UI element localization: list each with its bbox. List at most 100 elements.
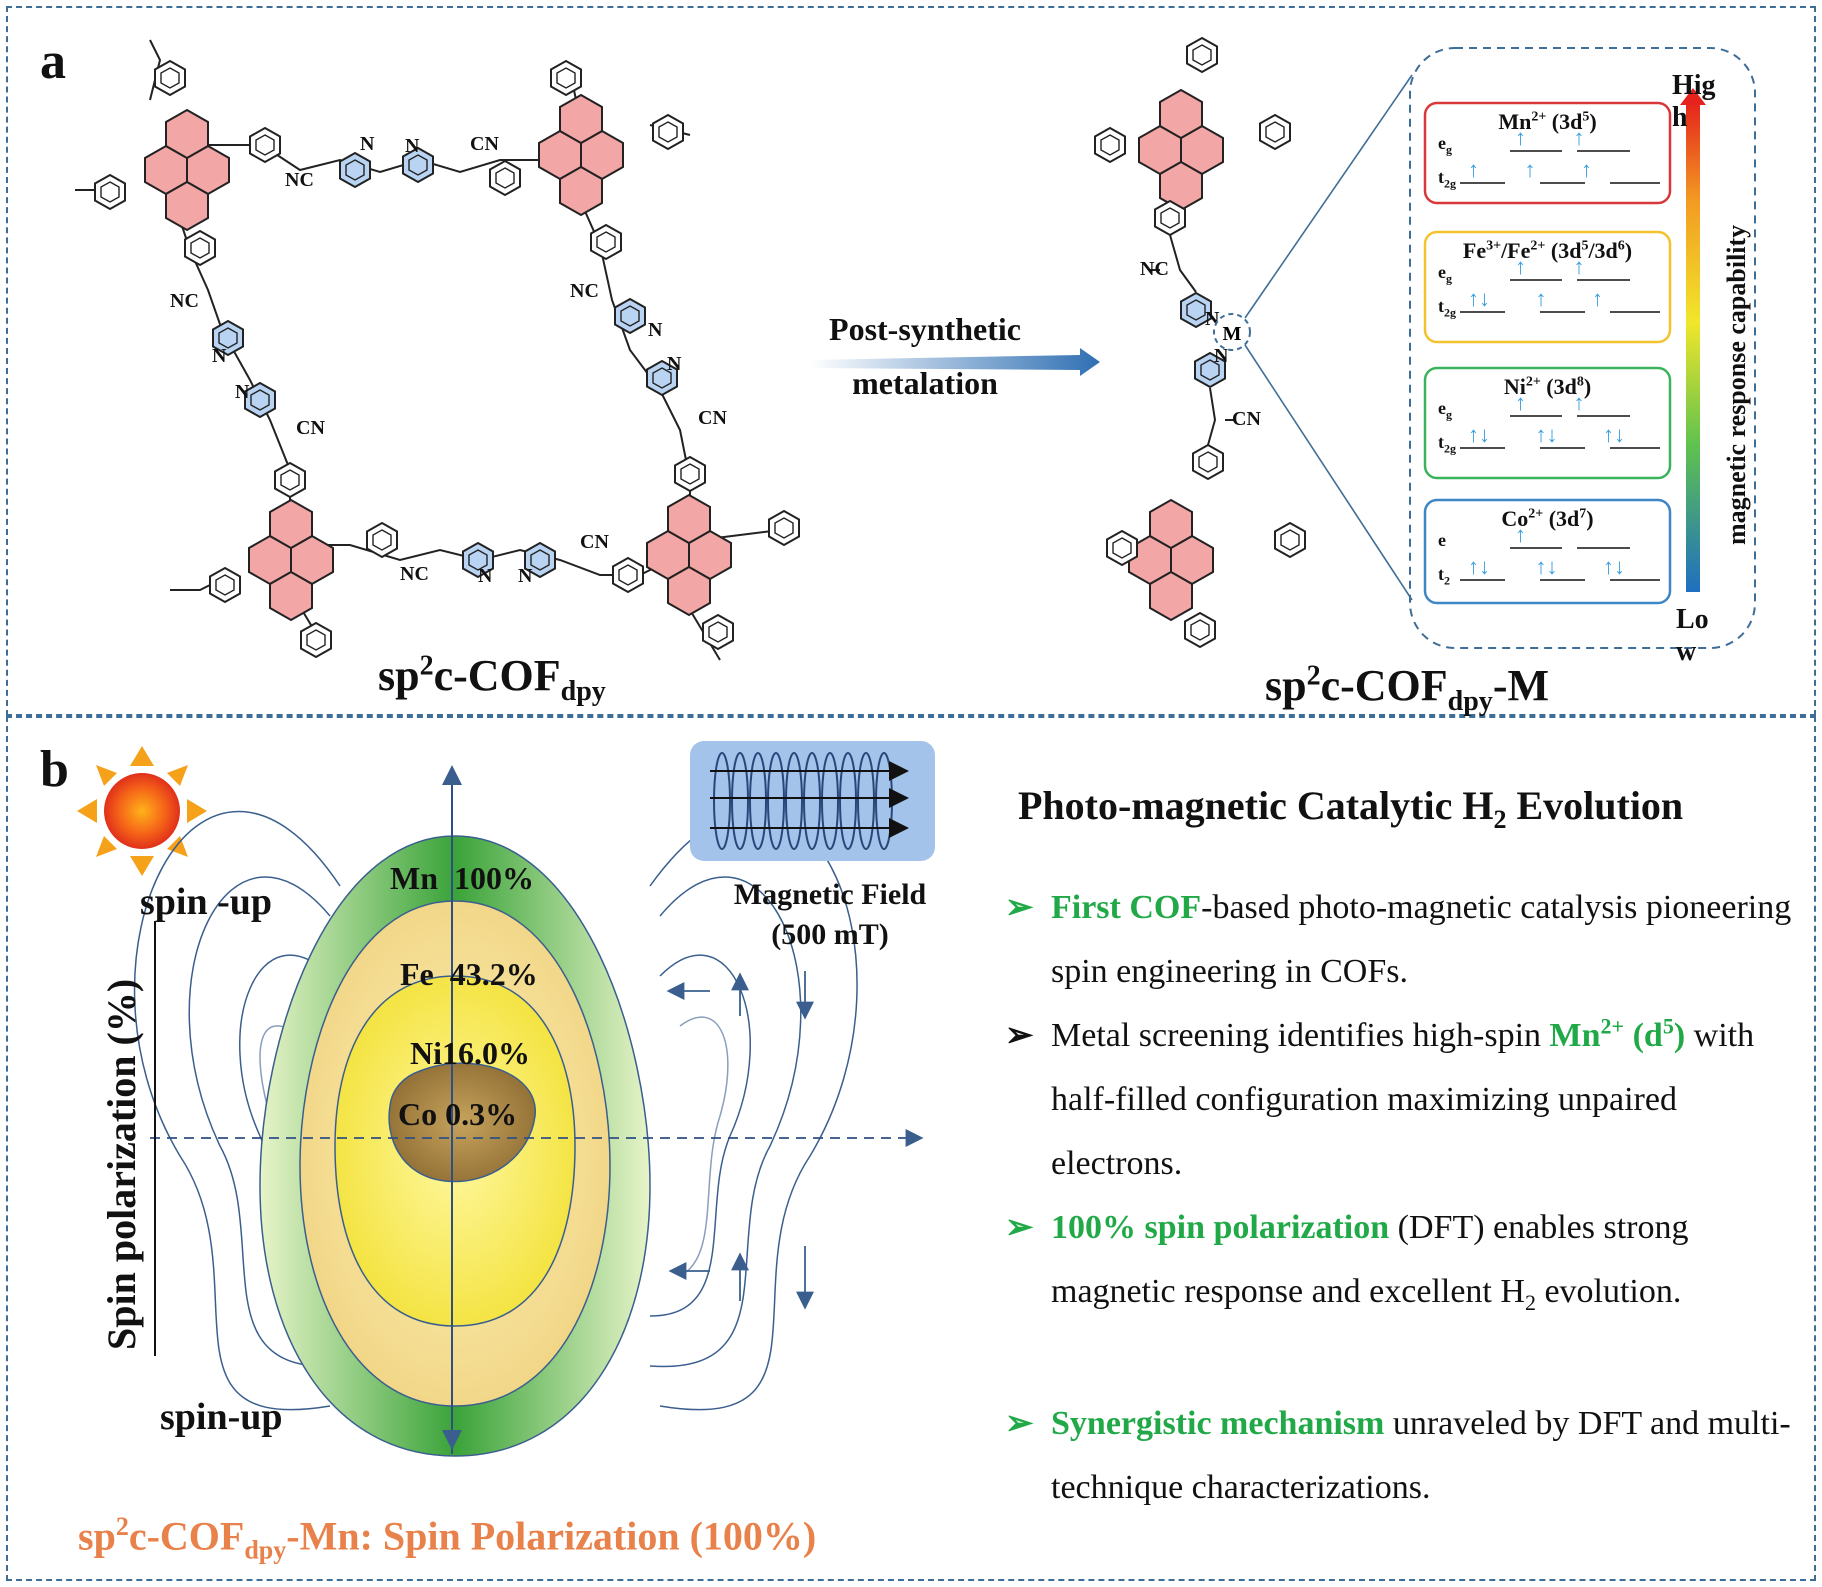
spin-polarization-axis-label: Spin polarization (%) [99,978,144,1350]
config: ) [1586,506,1594,531]
t2g-label: t2g [1438,296,1456,320]
n-label: N [235,381,250,403]
config: ) [1589,109,1597,134]
layer-value: 100% [454,860,534,896]
t2g-electrons: ↑ ↑ ↑ [1468,157,1592,182]
config: (3d [1551,109,1583,134]
sun-icon [77,746,207,876]
config: /3d [1588,238,1618,263]
footer-part: sp [78,1513,116,1559]
name-sub: dpy [1447,685,1493,717]
ion: Co [1501,506,1529,531]
config-sup: 6 [1617,238,1625,254]
t2g-electrons: ↑↓ ↑ ↑ [1468,286,1603,311]
config: ) [1583,374,1592,399]
eg-label: eg [1438,398,1452,422]
eg-electrons: ↑ ↑ [1515,390,1585,415]
ion: Fe [1462,238,1487,263]
config-sup: 5 [1582,109,1590,125]
eg-electrons: ↑ ↑ [1515,125,1585,150]
layer-value: 0.3% [445,1096,518,1132]
layer-metal: Ni [410,1035,442,1071]
title-end: Evolution [1506,783,1684,828]
name-part: c-COF [433,651,561,700]
panel-b-drawing [77,741,935,1457]
panel-b-letter: b [40,741,69,798]
magnetic-field-line1: Magnetic Field [733,878,927,911]
t2g-label: t2 [1438,564,1450,588]
ion: /Fe [1501,238,1531,263]
layer-value: 43.2% [449,956,538,992]
footer-sup: 2 [115,1512,129,1541]
bullet-text: unraveled by DFT and multi-technique cha… [1051,1405,1791,1506]
bullet-highlight: ) [1673,1017,1686,1054]
name-sub: dpy [560,675,606,707]
panel-a-letter: a [40,33,66,90]
nc-label: NC [1140,258,1169,280]
n-label: N [1214,345,1229,367]
bullet-highlight: (d [1632,1017,1663,1054]
config-sup: 8 [1576,374,1584,390]
metal-box-title: Co2+ (3d7) [1425,506,1670,532]
panel-a-drawing: NC CN N N NC N N CN NC N N CN NC N N CN … [75,37,1756,661]
magnetic-field-line2: (500 mT) [771,918,889,951]
bullet-highlight: Mn [1549,1017,1601,1054]
title-text: Photo-magnetic Catalytic H [1018,783,1494,828]
magnetic-field-label: Magnetic Field (500 mT) [700,875,960,955]
name-suffix: -M [1492,661,1549,710]
bullet-3: ➢ 100% spin polarization (DFT) enables s… [1005,1196,1795,1324]
cn-label: CN [296,417,325,439]
metal-box-title: Mn2+ (3d5) [1425,109,1670,135]
layer-label-ni: Ni16.0% [410,1035,530,1072]
bullet-sub: 2 [1524,1289,1536,1315]
charge: 2+ [1531,109,1547,125]
n-label: N [405,135,420,157]
charge: 3+ [1486,238,1502,254]
config: (3d [1550,238,1582,263]
metalation-arrow [810,348,1100,376]
layer-metal: Mn [390,860,438,896]
eg-electrons: ↑ ↑ [1515,254,1585,279]
n-label: N [360,133,375,155]
metal-box-title: Ni2+ (3d8) [1425,374,1670,400]
bullet-text: Metal screening identifies high-spin [1051,1017,1550,1054]
bullet-marker: ➢ [1005,1017,1034,1054]
layer-metal: Fe [400,956,434,992]
metal-box-co [1423,498,1672,605]
layer-metal: Co [398,1096,438,1132]
callout-line [1244,74,1413,319]
layer-label-co: Co 0.3% [398,1096,517,1133]
footer-part: -Mn: Spin Polarization (100%) [286,1513,817,1559]
nc-label: NC [400,563,429,585]
scale-bar [1686,102,1700,592]
config: (3d [1548,506,1580,531]
spin-up-bottom-label: spin-up [160,1396,283,1438]
panel-b-footer: sp2c-COFdpy-Mn: Spin Polarization (100%) [78,1512,816,1565]
bullet-marker: ➢ [1005,889,1034,926]
n-label: N [518,565,533,587]
n-label: N [648,319,663,341]
right-fragment-bonds [1150,234,1235,446]
metal-boxes [1423,101,1672,605]
bullet-1: ➢ First COF-based photo-magnetic catalys… [1005,876,1795,1004]
metal-box-mn [1423,101,1672,205]
bullet-text: with half-filled configuration maximizin… [1051,1017,1755,1182]
footer-sub: dpy [244,1535,287,1565]
metal-box-fe [1423,230,1672,344]
charge: 2+ [1525,374,1541,390]
panel-a-frame [6,6,1816,716]
config-sup: 5 [1581,238,1589,254]
layer-value: 16.0% [442,1035,530,1071]
cn-label: CN [580,531,609,553]
cn-label: CN [698,407,727,429]
cn-label: CN [1232,408,1261,430]
cn-label: CN [470,133,499,155]
metal-box-ni [1423,366,1672,480]
bullet-marker: ➢ [1005,1209,1034,1246]
bullet-sup: 2+ [1600,1013,1625,1039]
name-part: c-COF [1320,661,1448,710]
bullet-text: (DFT) enables strong magnetic response a… [1051,1209,1689,1310]
eg-label: eg [1438,133,1452,157]
t2g-label: t2g [1438,167,1456,191]
t2g-electrons: ↑↓ ↑↓ ↑↓ [1468,422,1625,447]
